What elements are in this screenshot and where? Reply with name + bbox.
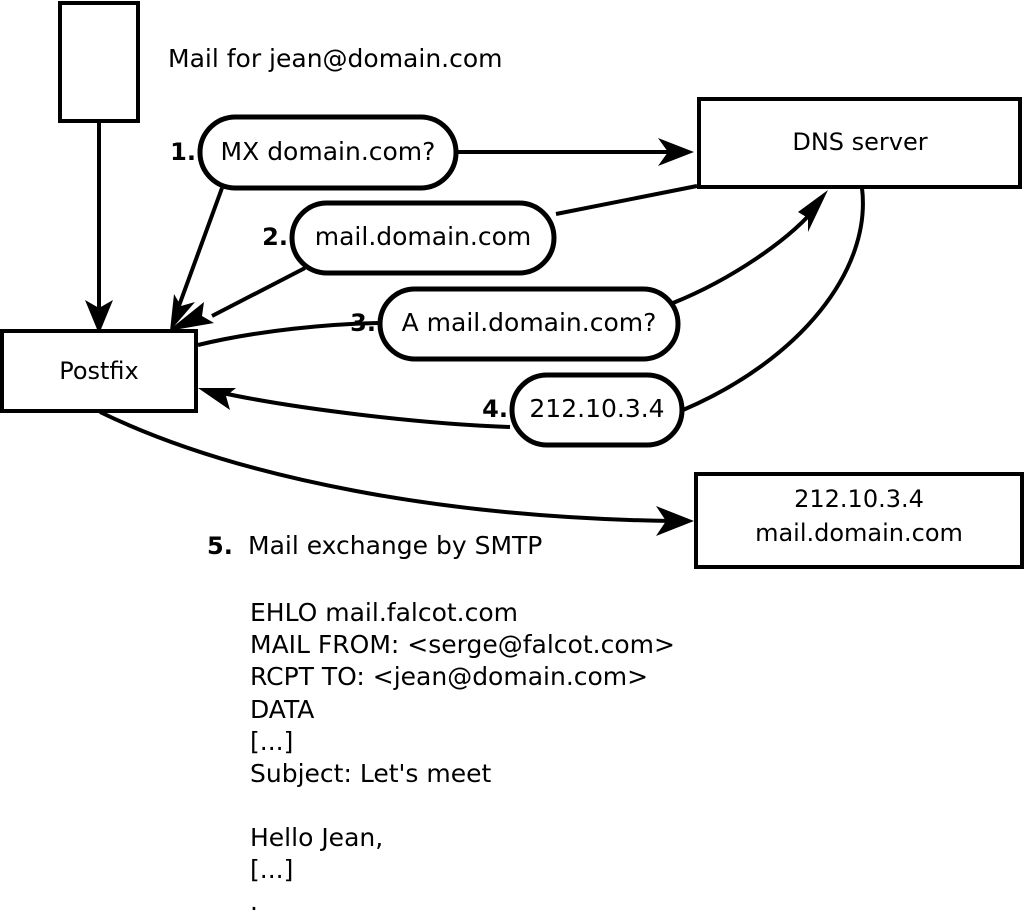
smtp-line: MAIL FROM: <serge@falcot.com>: [250, 630, 675, 659]
connector-step-1: [170, 138, 694, 331]
node-postfix: Postfix: [0, 329, 198, 413]
arrowhead-step-5: [656, 506, 694, 536]
node-mail-server-ip: 212.10.3.4: [794, 485, 924, 513]
step-5-label: Mail exchange by SMTP: [248, 531, 542, 560]
step-bubble-1: 1. MX domain.com?: [170, 114, 459, 191]
arrowhead-step-1-tail: [170, 294, 195, 331]
step-5-number: 5.: [207, 532, 233, 560]
step-bubble-4: 4. 212.10.3.4: [482, 372, 685, 448]
smtp-line: RCPT TO: <jean@domain.com>: [250, 662, 648, 691]
connector-incoming-mail: [85, 123, 113, 334]
connector-step-5: [99, 410, 694, 536]
source-client-box: [58, 1, 140, 123]
node-dns-server: DNS server: [697, 97, 1022, 189]
node-mail-server-hostname: mail.domain.com: [755, 519, 963, 547]
mail-for-note: Mail for jean@domain.com: [168, 44, 503, 73]
smtp-line: DATA: [250, 695, 314, 724]
step-4-label: 212.10.3.4: [529, 394, 664, 423]
smtp-line: EHLO mail.falcot.com: [250, 598, 518, 627]
arrowhead-incoming-mail: [85, 300, 113, 334]
smtp-line: [...]: [250, 855, 293, 884]
arrowhead-step-3: [798, 190, 828, 232]
step-2-label: mail.domain.com: [315, 222, 531, 251]
step-2-number: 2.: [262, 223, 288, 251]
smtp-line: Hello Jean,: [250, 823, 383, 852]
connector-step-3: [197, 190, 828, 347]
arrowhead-step-4: [198, 388, 236, 410]
node-postfix-label: Postfix: [59, 357, 139, 385]
step-4-number: 4.: [482, 395, 508, 423]
step-bubble-3: 3. A mail.domain.com?: [350, 286, 681, 362]
step-1-label: MX domain.com?: [221, 137, 436, 166]
arrowhead-step-1: [658, 138, 694, 166]
arrowhead-step-2: [168, 302, 214, 331]
step-3-number: 3.: [350, 309, 376, 337]
smtp-line: .: [250, 887, 258, 916]
node-mail-server: 212.10.3.4 mail.domain.com: [694, 472, 1024, 569]
step-1-number: 1.: [170, 138, 196, 166]
step-bubble-2: 2. mail.domain.com: [262, 200, 557, 276]
connector-step-2: [168, 184, 698, 331]
smtp-line: [...]: [250, 727, 293, 756]
smtp-line: Subject: Let's meet: [250, 759, 491, 788]
connector-step-4: [198, 187, 865, 429]
node-dns-server-label: DNS server: [792, 128, 927, 156]
step-3-label: A mail.domain.com?: [402, 308, 657, 337]
